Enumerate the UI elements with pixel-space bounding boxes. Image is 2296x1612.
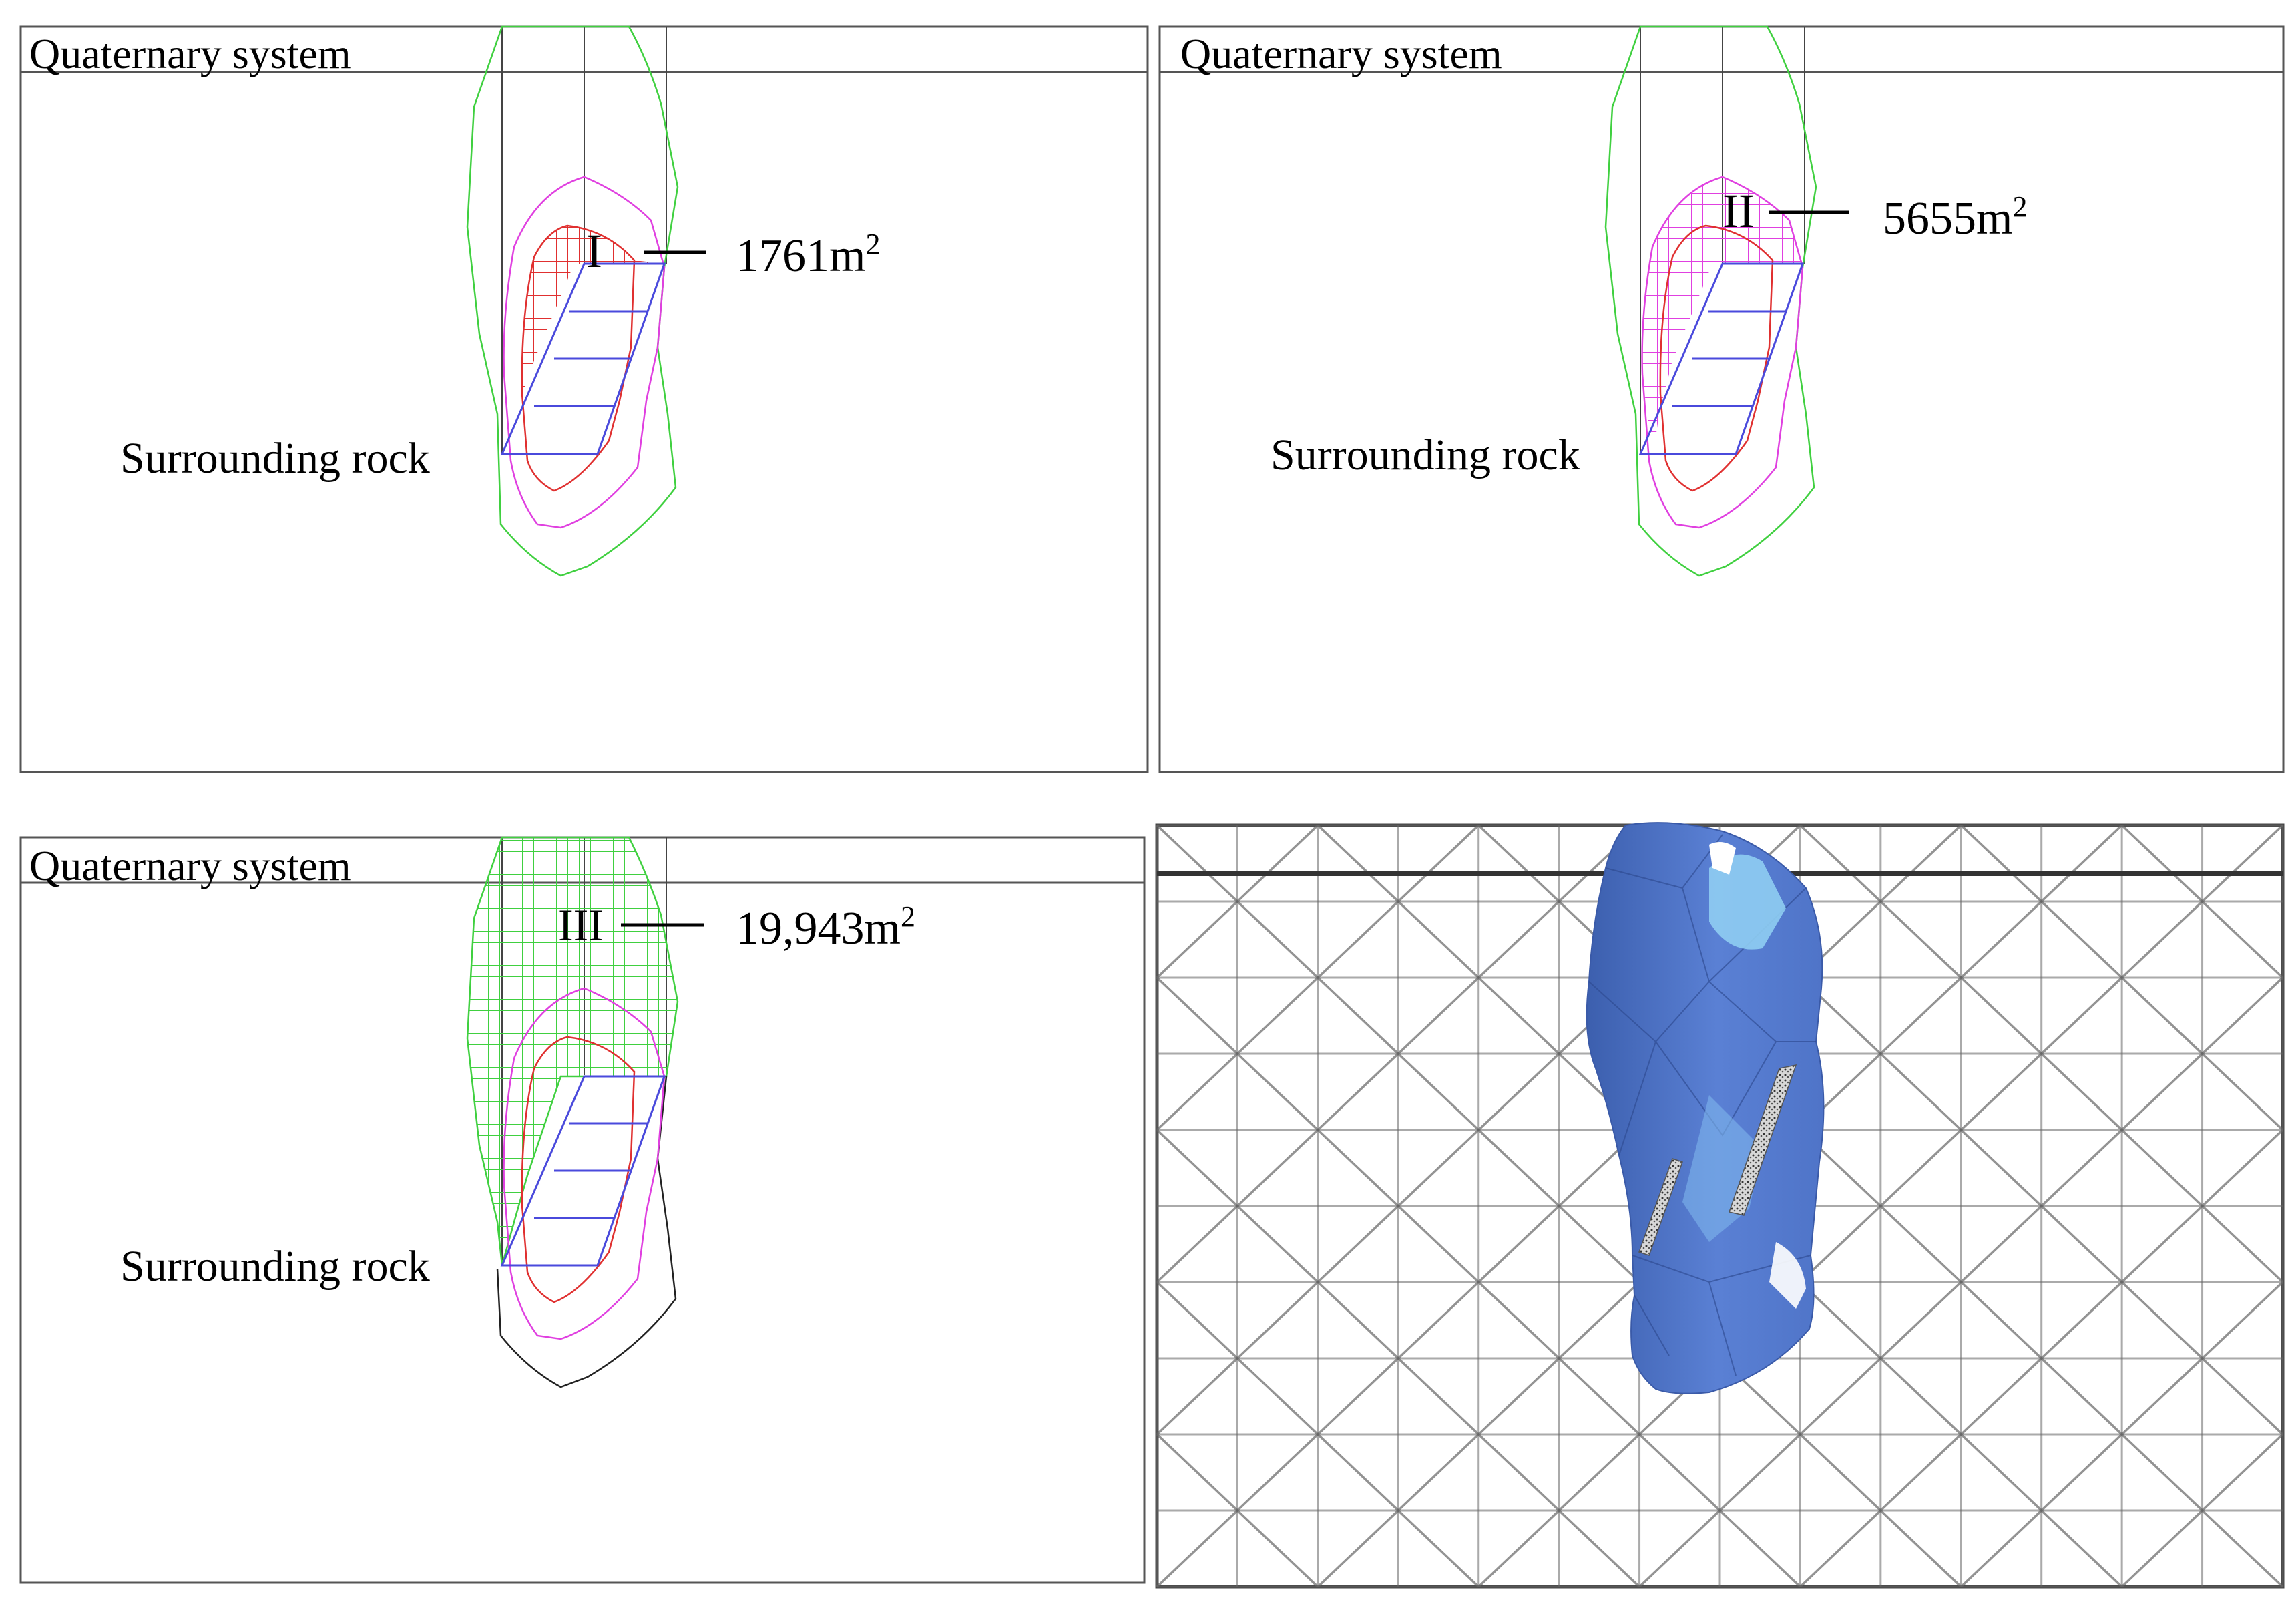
mesh-diagonal-line	[2120, 1129, 2284, 1283]
mesh-diagonal-line	[1799, 1281, 1962, 1436]
mesh-diagonal-line	[2120, 1433, 2284, 1588]
panel-1-bottom-label: Surrounding rock	[120, 434, 430, 483]
panel-2-frame	[1158, 25, 2285, 773]
panel-1-area-label: 1761m2	[736, 228, 880, 282]
mesh-diagonal-line	[1156, 1281, 1319, 1436]
panel-2-zone-numeral: II	[1723, 184, 1755, 238]
mesh-diagonal-line	[1156, 824, 1319, 979]
panel-1-failure-zone-hatch	[521, 226, 664, 394]
mesh-diagonal-line	[1156, 1433, 1319, 1588]
panel-1-contour-magenta	[503, 176, 666, 529]
panel-3-failure-zone-hatch	[466, 836, 679, 1266]
mesh-diagonal-line	[1799, 976, 1962, 1131]
mesh-diagonal-line	[1317, 1129, 1479, 1283]
failure-body-highlight	[1709, 854, 1786, 950]
panel-1-ore-body	[500, 262, 666, 455]
failure-body-opening	[1709, 842, 1736, 875]
mesh-diagonal-line	[1477, 1433, 1640, 1588]
mesh-diagonal-line	[1317, 824, 1479, 979]
ore-body-slab-right	[1729, 1064, 1797, 1216]
mesh-diagonal-line	[1960, 976, 2123, 1131]
mesh-diagonal-line	[1799, 1129, 1962, 1283]
panel-3-contour-red	[521, 1036, 636, 1303]
panel-2: Quaternary system Surrounding rock II 56…	[1158, 25, 2285, 773]
mesh-diagonal-line	[1960, 824, 2123, 979]
panel-3-ore-body	[500, 1075, 666, 1267]
mesh-diagonal-line	[1317, 976, 1479, 1131]
panel-1-contour-green	[466, 25, 679, 577]
panel-3-contour-magenta	[503, 987, 666, 1340]
mesh-diagonal-line	[1477, 1129, 1640, 1283]
panel-3: Quaternary system Surrounding rock III 1…	[19, 836, 1146, 1584]
panel-2-area-label: 5655m2	[1883, 190, 2027, 244]
panel-3-contour-black	[496, 1076, 677, 1388]
mesh-diagonal-line	[1477, 1281, 1640, 1436]
panel-2-failure-zone-hatch	[1642, 177, 1803, 461]
mesh-diagonal-line	[1156, 976, 1319, 1131]
mesh-diagonal-line	[1799, 824, 1962, 979]
panel-3-top-label: Quaternary system	[29, 842, 351, 889]
failure-body-gap	[1769, 1242, 1806, 1309]
mesh-diagonal-line	[1960, 1281, 2123, 1436]
mesh-diagonal-line	[2120, 824, 2284, 979]
panel-1-top-label: Quaternary system	[29, 30, 351, 77]
panel-1: Quaternary system Surrounding rock I 176…	[19, 25, 1149, 773]
panel-3-bottom-label: Surrounding rock	[120, 1242, 430, 1291]
mesh-diagonal-line	[2120, 976, 2284, 1131]
mesh-diagonal-line	[1156, 1129, 1319, 1283]
mesh-diagonal-line	[1960, 1433, 2123, 1588]
mesh-diagonal-line	[1638, 1433, 1801, 1588]
panel-4-3d-model	[1155, 822, 2285, 1589]
panel-3-area-label: 19,943m2	[736, 900, 915, 954]
mesh-diagonal-line	[1799, 1433, 1962, 1588]
mesh-diagonal-line	[1317, 1281, 1479, 1436]
ore-body-slab-left	[1638, 1158, 1683, 1256]
panel-1-zone-numeral: I	[586, 224, 602, 278]
panel-3-zone-numeral: III	[558, 899, 604, 950]
mesh-diagonal-line	[1317, 1433, 1479, 1588]
mesh-diagonal-line	[2120, 1281, 2284, 1436]
panel-2-ore-body	[1638, 262, 1805, 455]
panel-2-contour-red	[1659, 224, 1774, 492]
panel-2-contour-green	[1604, 25, 1817, 577]
panel-2-bottom-label: Surrounding rock	[1271, 431, 1580, 479]
mesh-diagonal-line	[1960, 1129, 2123, 1283]
panel-2-top-label: Quaternary system	[1180, 30, 1502, 77]
